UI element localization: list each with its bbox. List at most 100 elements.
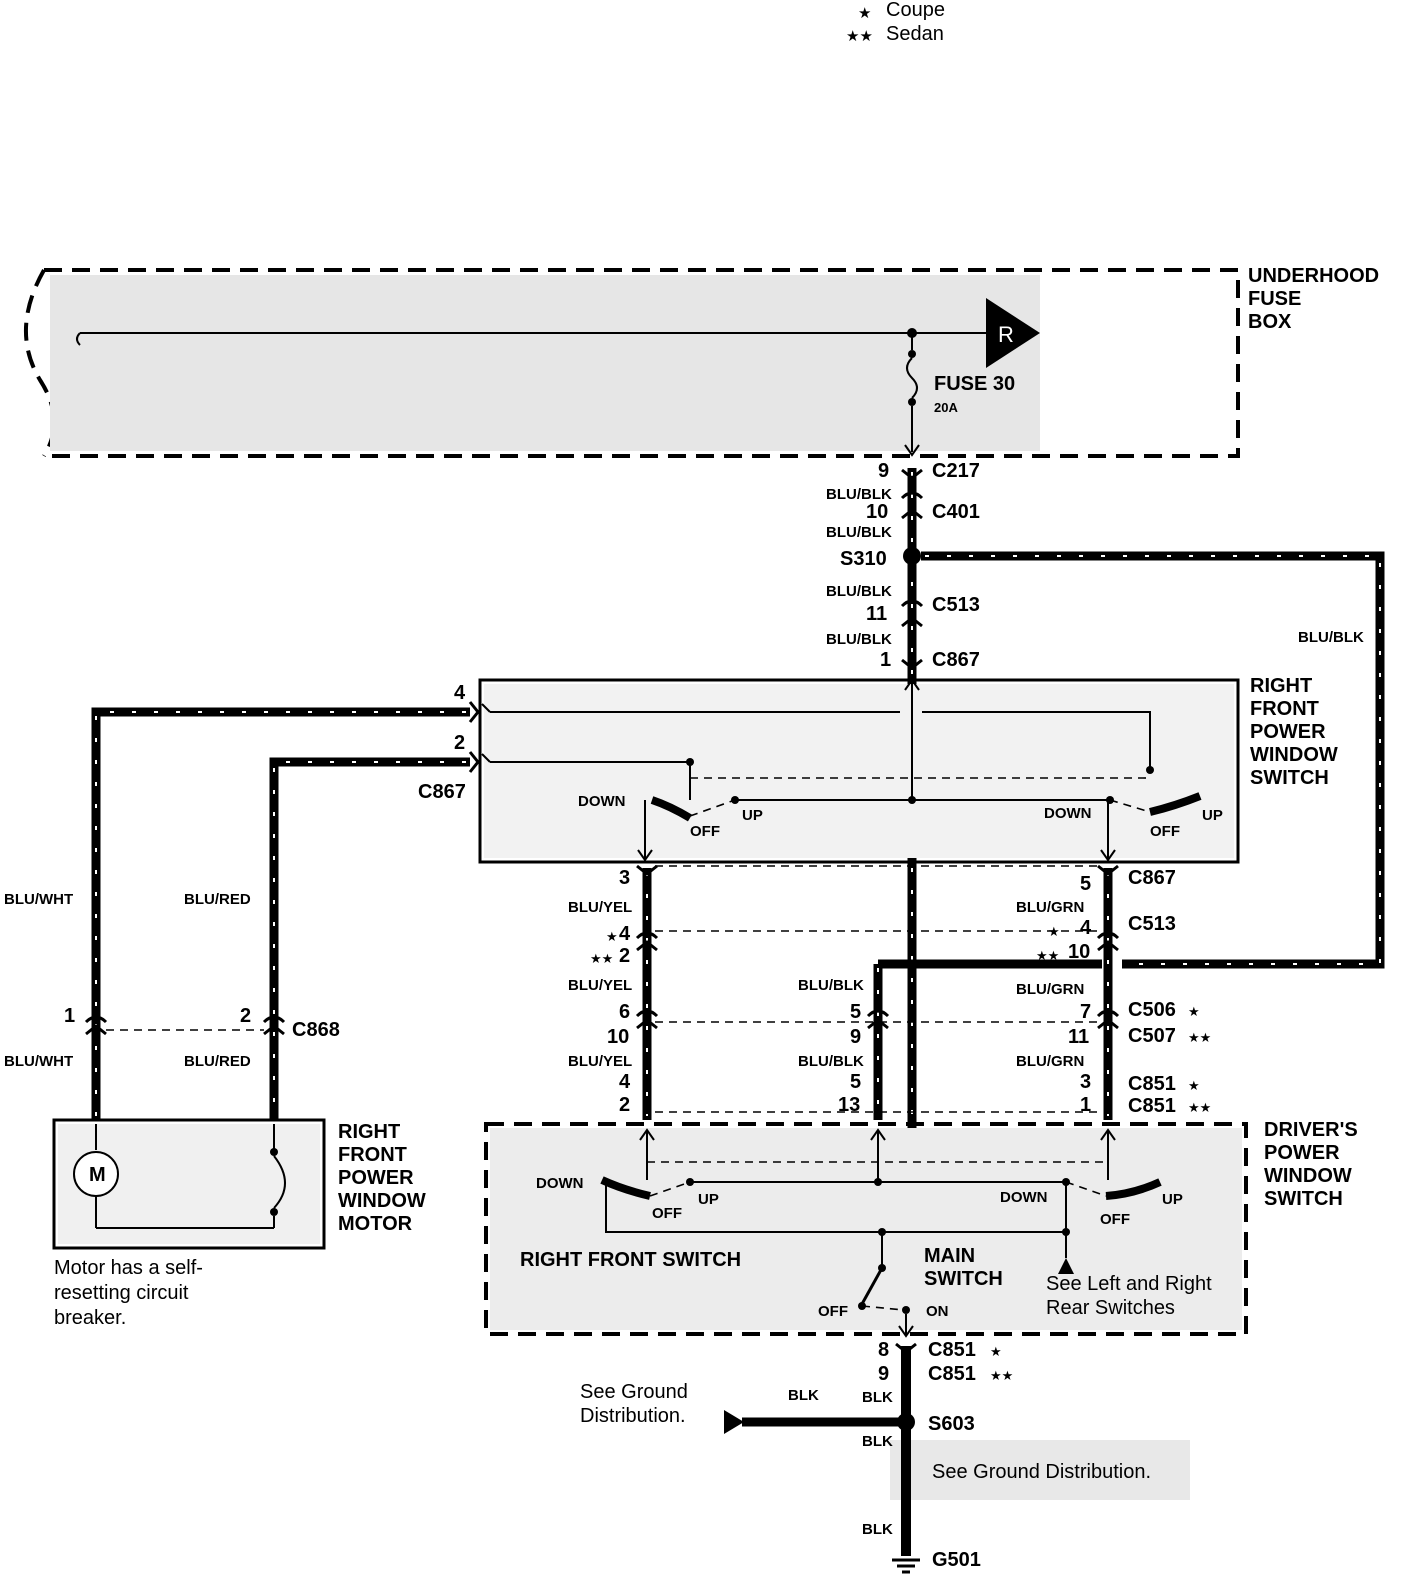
drv-switch-off-right: OFF (1100, 1211, 1130, 1228)
motor-note-1: Motor has a self- (54, 1257, 203, 1279)
c507-star: ★★ (1188, 1030, 1211, 1045)
c217-label: C217 (932, 460, 980, 482)
motor-title-5: MOTOR (338, 1213, 413, 1235)
c851-bot-a-label: C851 (928, 1339, 976, 1361)
drv-title-2: POWER (1264, 1142, 1340, 1164)
c507-label: C507 (1128, 1025, 1176, 1047)
pin-11-mid: 11 (1068, 1026, 1089, 1048)
splice-s603 (897, 1413, 915, 1431)
pin-5-bottom: 5 (850, 1071, 861, 1093)
legend-star-coupe: ★ (858, 5, 871, 22)
wire-label-blu-blk-3: BLU/BLK (826, 583, 892, 600)
c868-label: C868 (292, 1019, 340, 1041)
c867-left-label: C867 (418, 781, 466, 803)
fuse-box-ref-triangle (986, 298, 1040, 368)
c851-bot-b-pin: 9 (878, 1363, 889, 1385)
pin-13-bottom: 13 (838, 1094, 860, 1116)
rf-switch-down-left: DOWN (578, 793, 626, 810)
drv-main-off: OFF (818, 1303, 848, 1320)
pin-5: 5 (1080, 873, 1091, 895)
drv-main-switch-1: MAIN (924, 1245, 975, 1267)
pin-3-bottom: 3 (1080, 1071, 1091, 1093)
star-4-left: ★ (606, 929, 618, 944)
pin-7: 7 (1080, 1001, 1091, 1023)
c851b-star: ★★ (1188, 1100, 1211, 1115)
wire-label-blu-blk-2: BLU/BLK (826, 524, 892, 541)
lower-wires (635, 864, 1120, 1120)
wire-label-blu-blk-4: BLU/BLK (826, 631, 892, 648)
connector-c217 (900, 468, 924, 520)
wire-label-blu-grn-3: BLU/GRN (1016, 1053, 1084, 1070)
loop-wire (873, 551, 1385, 1120)
connector-c867-top (901, 658, 923, 670)
fuse-rating: 20A (934, 400, 958, 415)
fuse-box-title-3: BOX (1248, 311, 1292, 333)
c851a-star: ★ (1188, 1078, 1200, 1093)
c506-star: ★ (1188, 1004, 1200, 1019)
drv-title-4: SWITCH (1264, 1188, 1343, 1210)
c401-label: C401 (932, 501, 980, 523)
drv-switch-down-left: DOWN (536, 1175, 584, 1192)
drv-switch-up-right: UP (1162, 1191, 1183, 1208)
star-2-left: ★★ (590, 951, 613, 966)
rf-power-window-switch (478, 678, 1240, 864)
wire-label-blk-1: BLK (788, 1387, 819, 1404)
see-ground-1: See Ground (580, 1381, 688, 1403)
legend-coupe: Coupe (886, 0, 945, 21)
rf-power-window-motor (52, 1118, 326, 1250)
c513-mid-label: C513 (1128, 913, 1176, 935)
motor-note-2: resetting circuit (54, 1282, 189, 1304)
drv-see-rear-2: Rear Switches (1046, 1297, 1175, 1319)
pin-1-motor: 1 (64, 1005, 75, 1027)
rf-switch-right-arm (1149, 792, 1202, 816)
drv-title-3: WINDOW (1264, 1165, 1352, 1187)
motor-title-4: WINDOW (338, 1190, 426, 1212)
wire-label-blu-blk-5: BLU/BLK (798, 977, 864, 994)
drv-switch-down-right: DOWN (1000, 1189, 1048, 1206)
wire-label-blu-blk-6: BLU/BLK (798, 1053, 864, 1070)
c867-bottom-label: C867 (1128, 867, 1176, 889)
star-4-right: ★ (1048, 924, 1060, 939)
wire-label-blu-blk-1: BLU/BLK (826, 486, 892, 503)
pin-2-left: 2 (454, 732, 465, 754)
drv-title-1: DRIVER'S (1264, 1119, 1358, 1141)
pin-4-lower-right: 4 (1080, 917, 1092, 939)
pin-1-bottom: 1 (1080, 1094, 1091, 1116)
wire-label-blu-blk-loop: BLU/BLK (1298, 629, 1364, 646)
c401-pin: 10 (866, 501, 888, 523)
main-switch-arm (860, 1267, 884, 1305)
motor-title-1: RIGHT (338, 1121, 400, 1143)
ground-wire (724, 1342, 1190, 1556)
underhood-fuse-box: R FUSE 30 20A (24, 268, 1240, 458)
c867-pin: 1 (880, 649, 891, 671)
rf-switch-down-right: DOWN (1044, 805, 1092, 822)
rf-switch-title-3: POWER (1250, 721, 1326, 743)
rear-switches-arrow (1058, 1258, 1074, 1274)
c851a-label: C851 (1128, 1073, 1176, 1095)
pin-4-left: 4 (454, 682, 466, 704)
c851-bot-a-pin: 8 (878, 1339, 889, 1361)
c851-bot-a-star: ★ (990, 1344, 1002, 1359)
wire-label-blu-wht-1: BLU/WHT (4, 891, 73, 908)
rf-switch-title-2: FRONT (1250, 698, 1319, 720)
legend-sedan: Sedan (886, 23, 944, 45)
drv-rf-switch-label: RIGHT FRONT SWITCH (520, 1249, 741, 1271)
connector-c513-top (900, 599, 924, 628)
legend-star-sedan: ★★ (846, 28, 873, 45)
drv-switch-right-arm (1105, 1178, 1162, 1200)
g501-label: G501 (932, 1549, 981, 1571)
wire-label-blk-3: BLK (862, 1433, 893, 1450)
drv-main-on: ON (926, 1303, 949, 1320)
fuse-box-ref: R (998, 322, 1014, 347)
drv-switch-off-left: OFF (652, 1205, 682, 1222)
pin-2-motor: 2 (240, 1005, 251, 1027)
wire-label-blu-grn-2: BLU/GRN (1016, 981, 1084, 998)
rf-switch-up-left: UP (742, 807, 763, 824)
pin-6: 6 (619, 1001, 630, 1023)
c851b-label: C851 (1128, 1095, 1176, 1117)
pin-4-bottom: 4 (619, 1071, 631, 1093)
rf-switch-off-right: OFF (1150, 823, 1180, 840)
pin-5-mid: 5 (850, 1001, 861, 1023)
s310-label: S310 (840, 548, 887, 570)
